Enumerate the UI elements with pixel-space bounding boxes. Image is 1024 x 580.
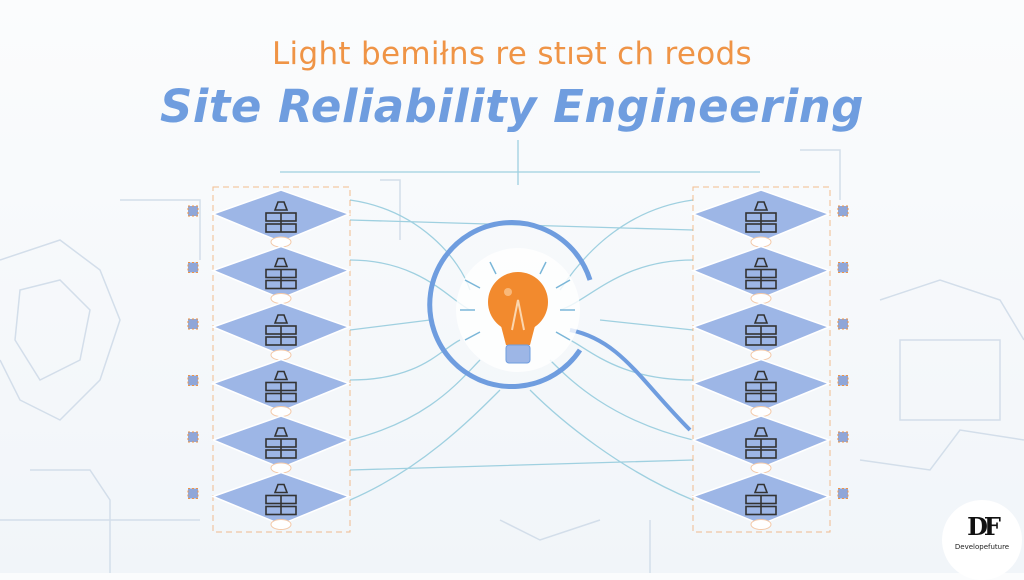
- node-badge-icon: [187, 205, 199, 217]
- server-rack-icon: [745, 314, 777, 346]
- server-node: [690, 245, 832, 304]
- server-rack-icon: [265, 201, 297, 233]
- lightbulb-icon: [460, 261, 575, 364]
- node-badge-icon: [187, 375, 199, 386]
- logo-name: Developefuture: [954, 543, 1010, 551]
- page-title: Site Reliability Engineering: [159, 80, 865, 133]
- server-rack-icon: [745, 370, 777, 403]
- server-node: [690, 302, 832, 361]
- connection-lines: [280, 140, 760, 501]
- server-rack-icon: [745, 201, 777, 233]
- node-badge-icon: [837, 488, 849, 499]
- server-node: [210, 471, 352, 530]
- subtitle: Light bemiłns re stıət ch reods: [271, 36, 752, 72]
- node-badge-icon: [187, 431, 199, 443]
- server-node: [210, 415, 352, 474]
- server-rack-icon: [265, 314, 297, 346]
- node-badge-icon: [187, 262, 199, 273]
- server-node: [210, 358, 352, 417]
- left-server-stack: [187, 186, 352, 533]
- background-circuit-lines: [0, 149, 1024, 573]
- server-rack-icon: [745, 427, 777, 459]
- node-badge-icon: [837, 262, 849, 273]
- node-badge-icon: [837, 205, 849, 217]
- server-rack-icon: [265, 257, 297, 290]
- server-node: [690, 471, 832, 530]
- server-node: [690, 415, 832, 474]
- node-badge-icon: [187, 318, 199, 330]
- brand-logo: DF Developefuture: [942, 500, 1022, 580]
- server-node: [210, 189, 352, 248]
- server-rack-icon: [265, 427, 297, 459]
- server-rack-icon: [745, 483, 777, 516]
- logo-mark: DF: [967, 512, 1001, 541]
- right-server-stack: [690, 186, 849, 533]
- node-badge-icon: [187, 488, 199, 499]
- server-node: [210, 302, 352, 361]
- server-node: [690, 358, 832, 417]
- server-node: [210, 245, 352, 304]
- server-rack-icon: [265, 483, 297, 516]
- node-badge-icon: [837, 431, 849, 443]
- node-badge-icon: [837, 375, 849, 386]
- server-rack-icon: [745, 257, 777, 290]
- bulb-ring: [427, 220, 692, 432]
- server-node: [690, 189, 832, 248]
- node-badge-icon: [837, 318, 849, 330]
- server-rack-icon: [265, 370, 297, 403]
